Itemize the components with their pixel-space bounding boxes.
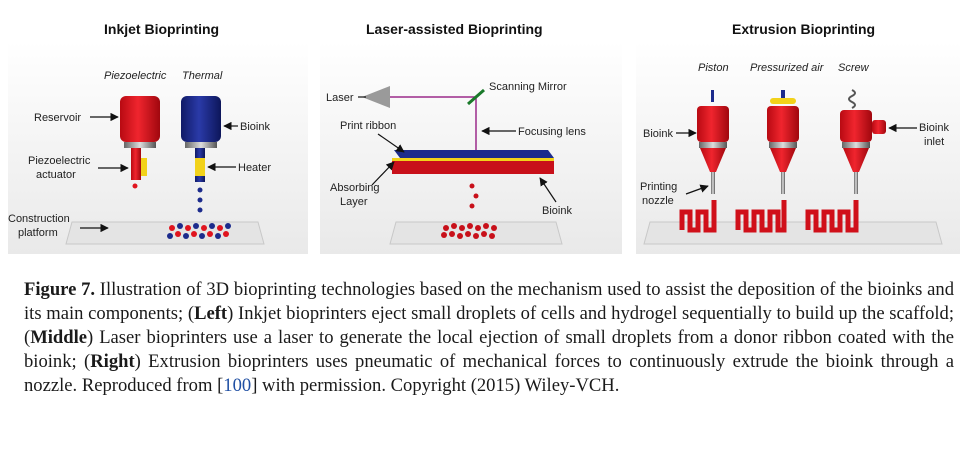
inkjet-printed-construct (167, 223, 231, 239)
caption-text-4: ) Extrusion bioprinters uses pneumatic o… (24, 351, 954, 396)
platform-label-2: platform (18, 227, 58, 239)
laser-printed-construct (441, 223, 497, 239)
figure-illustration: Inkjet Bioprinting Piezoelectric Thermal… (8, 21, 960, 254)
pressurized-air-label: Pressurized air (750, 62, 825, 74)
bioink-inlet-label-1: Bioink (919, 122, 949, 134)
laser-source-icon (362, 86, 390, 108)
print-ribbon-label: Print ribbon (340, 120, 396, 132)
extrusion-bioink-label: Bioink (643, 128, 673, 140)
piston-label: Piston (698, 62, 729, 74)
bioink-inlet-label-2: inlet (924, 136, 944, 148)
scanning-mirror-label: Scanning Mirror (489, 81, 567, 93)
extruded-filaments (679, 200, 859, 233)
inkjet-title: Inkjet Bioprinting (104, 21, 219, 37)
absorbing-label-1: Absorbing (330, 182, 380, 194)
extrusion-title: Extrusion Bioprinting (732, 21, 875, 37)
print-ribbon (394, 150, 554, 158)
laser-title: Laser-assisted Bioprinting (366, 21, 543, 37)
caption-text-5: ] with permission. Copyright (2015) Wile… (251, 375, 620, 396)
heater-label: Heater (238, 162, 271, 174)
construction-platform (65, 221, 265, 245)
caption-text-2: ) Inkjet bioprinters eject small droplet… (24, 303, 955, 348)
print-ribbon-arrow (377, 133, 405, 153)
printing-nozzle-label-1: Printing (640, 181, 677, 193)
printing-nozzle-label-2: nozzle (642, 195, 674, 207)
thermal-label: Thermal (182, 70, 223, 82)
inkjet-panel-bg (8, 42, 308, 254)
absorbing-layer (392, 158, 554, 161)
reference-link[interactable]: 100 (223, 375, 252, 396)
piston-print-head (697, 90, 729, 194)
inkjet-bioink-label: Bioink (240, 121, 270, 133)
screw-label: Screw (838, 62, 870, 74)
bioprinting-figure: Inkjet Bioprinting Piezoelectric Thermal… (8, 21, 960, 254)
pressurized-air-print-head (767, 90, 799, 194)
caption-right-word: Right (90, 351, 135, 372)
ribbon-bioink-layer (392, 161, 554, 174)
figure-caption: Figure 7. Illustration of 3D bioprinting… (24, 278, 954, 398)
thermal-print-head (181, 96, 221, 182)
focusing-lens-label: Focusing lens (518, 126, 586, 138)
scanning-mirror-icon (467, 88, 485, 106)
piezo-actuator-label-2: actuator (36, 169, 76, 181)
screw-print-head (840, 89, 886, 194)
absorbing-label-2: Layer (340, 196, 368, 208)
caption-left-word: Left (194, 303, 228, 324)
laser-panel-bg (320, 42, 622, 254)
caption-text-3: ) Laser bioprinters use a laser to gener… (24, 327, 954, 372)
laser-label: Laser (326, 92, 354, 104)
reservoir-label: Reservoir (34, 112, 81, 124)
inkjet-droplets (132, 183, 203, 213)
piezoelectric-print-head (120, 96, 160, 180)
laser-bioink-label: Bioink (542, 205, 572, 217)
piezo-actuator-label-1: Piezoelectric (28, 155, 91, 167)
caption-text-1: Illustration of 3D bioprinting technolog… (24, 279, 954, 324)
piezoelectric-label: Piezoelectric (104, 70, 167, 82)
printing-nozzle-arrow (685, 184, 709, 195)
platform-label-1: Construction (8, 213, 70, 225)
laser-bioink-arrow (539, 177, 557, 203)
absorbing-layer-arrow (371, 161, 395, 186)
figure-label: Figure 7. (24, 279, 96, 300)
caption-middle-word: Middle (30, 327, 88, 348)
laser-droplets (469, 183, 479, 209)
